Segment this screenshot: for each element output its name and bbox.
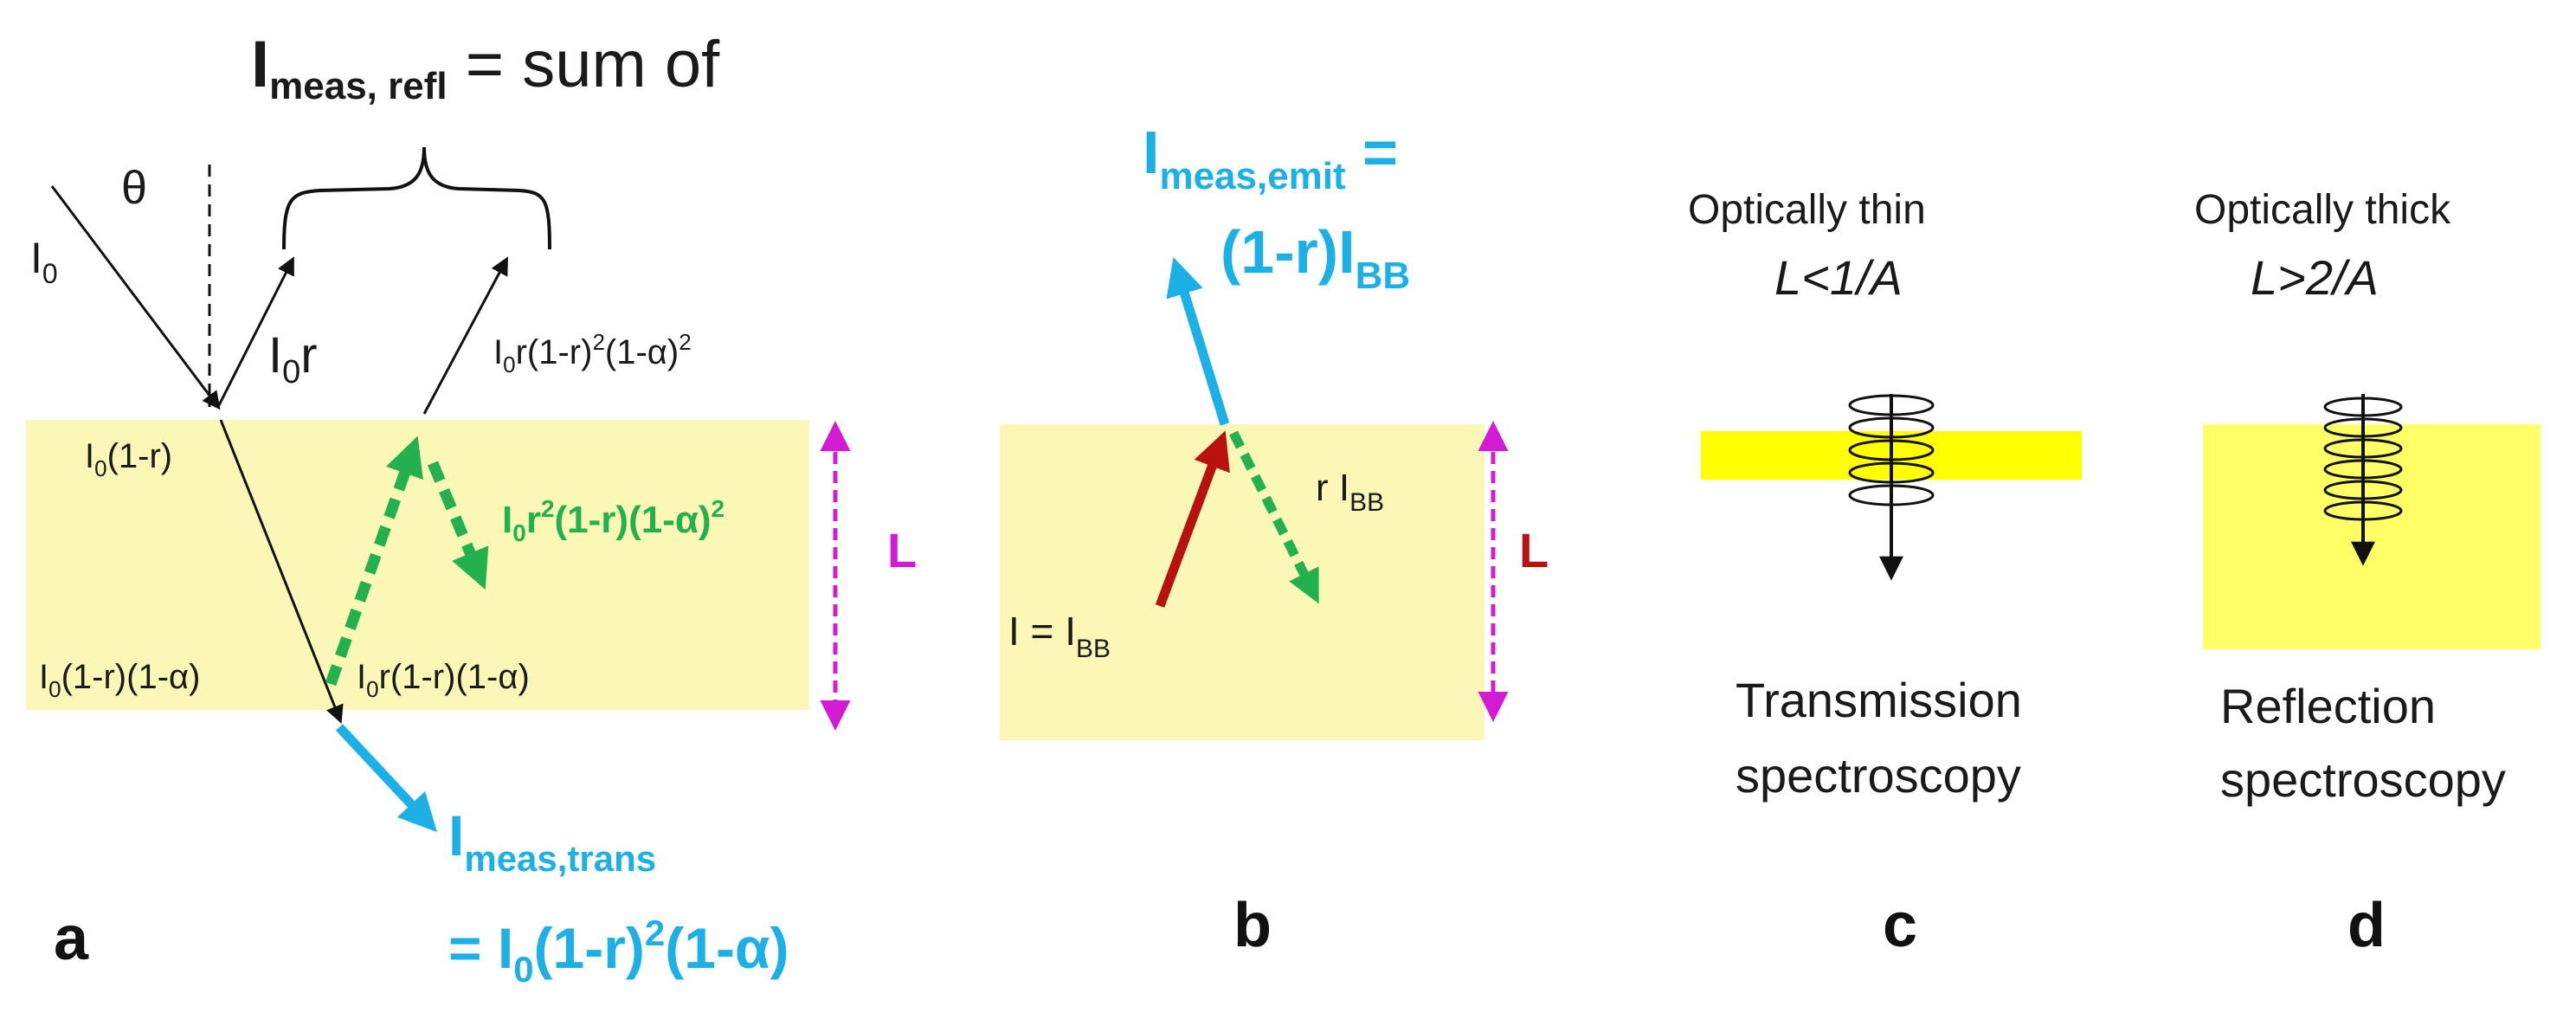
i0-1r-label: I0(1-r)	[85, 437, 172, 481]
panel-letter-d: d	[2347, 891, 2386, 960]
panel-a: Imeas, refl = sum of θ I0 I0r I0r(1-r)2(…	[26, 28, 917, 990]
green-up-arrow	[325, 435, 423, 687]
wave-spiral-icon	[1848, 394, 1935, 581]
refl-label: Imeas, refl = sum of	[251, 28, 720, 107]
transmitted-arrow	[335, 724, 438, 833]
thickness-label-b: L	[1519, 523, 1549, 577]
green-internal-arrow	[1229, 430, 1319, 604]
bottom-mid-label: I0r(1-r)(1-α)	[357, 658, 530, 702]
condition-d: L>2/A	[2251, 250, 2379, 305]
refl2-label: I0r(1-r)2(1-α)2	[493, 329, 692, 377]
refracted-arrow	[219, 419, 344, 724]
caption-c-2: spectroscopy	[1736, 748, 2021, 803]
brace-icon	[282, 146, 551, 250]
i0-label: I0	[30, 234, 58, 289]
caption-c-1: Transmission	[1736, 673, 2022, 727]
panel-c: Optically thin L<1/A Transmission spectr…	[1688, 187, 2082, 960]
wave-spiral-icon	[2323, 394, 2403, 566]
theta-label: θ	[121, 162, 147, 214]
blackbody-arrow	[1155, 430, 1230, 608]
bottom-left-label: I0(1-r)(1-α)	[39, 658, 200, 702]
panel-letter-a: a	[54, 904, 89, 973]
trans-label-2: = I0(1-r)2(1-α)	[448, 913, 789, 990]
i0r-label: I0r	[268, 327, 318, 390]
panel-b: Imeas,emit = (1-r)IBB r IBB I = IBB L b	[1000, 119, 1549, 960]
green-down-arrow	[427, 461, 489, 590]
slab-b	[1000, 424, 1484, 740]
condition-c: L<1/A	[1774, 250, 1903, 305]
caption-d-1: Reflection	[2220, 679, 2436, 733]
r-ibb-label: r IBB	[1316, 467, 1384, 517]
heading-c: Optically thin	[1688, 187, 1926, 233]
panel-d: Optically thick L>2/A Reflection spectro…	[2194, 187, 2541, 960]
i-ibb-label: I = IBB	[1008, 609, 1111, 663]
panel-letter-b: b	[1233, 891, 1272, 960]
emit-arrow	[1166, 256, 1230, 426]
green-label: I0r2(1-r)(1-α)2	[502, 495, 724, 546]
reflect-arrow-1	[216, 256, 294, 408]
emit-label-2: (1-r)IBB	[1220, 218, 1410, 297]
trans-label-1: Imeas,trans	[448, 803, 656, 879]
caption-d-2: spectroscopy	[2220, 752, 2506, 807]
reflect-arrow-2	[422, 256, 508, 415]
thickness-label-a: L	[887, 523, 917, 577]
panel-letter-c: c	[1883, 891, 1917, 960]
heading-d: Optically thick	[2194, 187, 2451, 233]
emit-label-1: Imeas,emit =	[1143, 119, 1398, 197]
incident-arrow	[50, 185, 221, 410]
